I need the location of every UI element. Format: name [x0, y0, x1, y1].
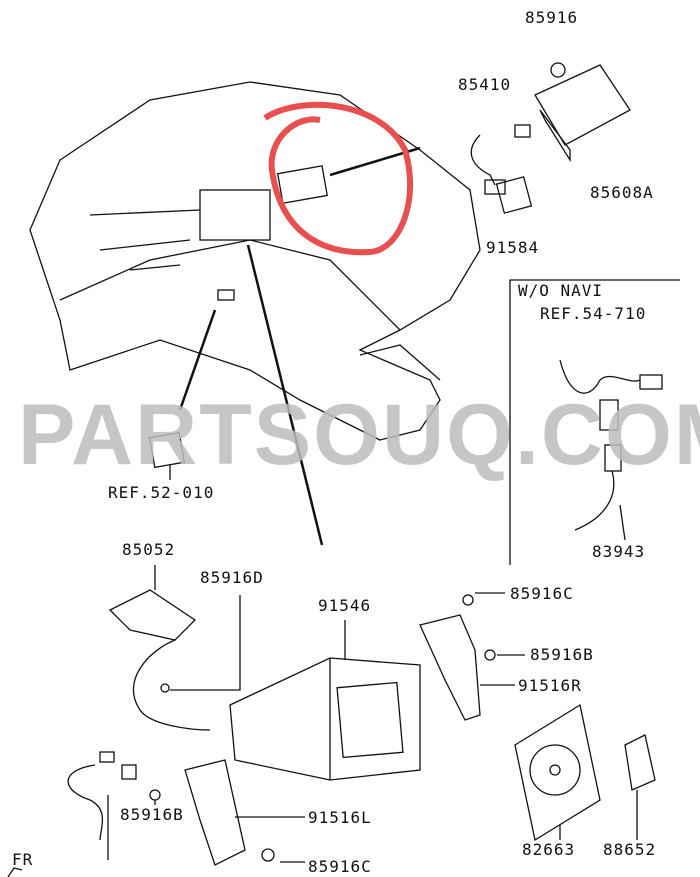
cover-ref52: [148, 431, 186, 469]
bracket-91516L: [149, 759, 305, 866]
label-85916B-right: 85916B: [530, 645, 594, 664]
label-85916B-left: 85916B: [120, 805, 184, 824]
label-85916: 85916: [525, 8, 579, 27]
label-wo-navi: W/O NAVI: [518, 281, 604, 300]
label-91546: 91546: [318, 596, 372, 615]
label-83943: 83943: [592, 542, 646, 561]
sd-card-88652: [624, 734, 656, 840]
label-fr: FR: [12, 850, 34, 869]
label-85916C-top: 85916C: [510, 584, 574, 603]
label-85916D: 85916D: [200, 568, 264, 587]
wo-navi-bracket: [509, 279, 680, 565]
highlight-circle: [263, 101, 414, 256]
label-91584: 91584: [486, 238, 540, 257]
label-85410: 85410: [458, 75, 512, 94]
arrows: [178, 146, 421, 546]
dashboard-illustration: [29, 81, 481, 441]
bracket-91516R: [419, 592, 525, 721]
label-88652: 88652: [603, 840, 657, 859]
label-ref-54-710: REF.54-710: [540, 304, 647, 323]
harness-lower-left: [67, 751, 137, 860]
label-85608A: 85608A: [590, 183, 654, 202]
label-91516R: 91516R: [518, 676, 582, 695]
bracket-85052: [108, 565, 241, 731]
harness-83943: [559, 359, 663, 541]
label-82663: 82663: [522, 840, 576, 859]
watermark: PARTSOUQ.COM: [18, 387, 700, 483]
label-85916C-bottom: 85916C: [308, 857, 372, 876]
head-unit-91546: [229, 620, 421, 781]
dvd-82663: [514, 703, 601, 842]
label-85052: 85052: [122, 540, 176, 559]
fr-arrow-icon: [7, 867, 23, 877]
label-ref-52-010: REF.52-010: [108, 483, 215, 502]
label-91516L: 91516L: [308, 808, 372, 827]
module-85608A: [470, 62, 631, 214]
